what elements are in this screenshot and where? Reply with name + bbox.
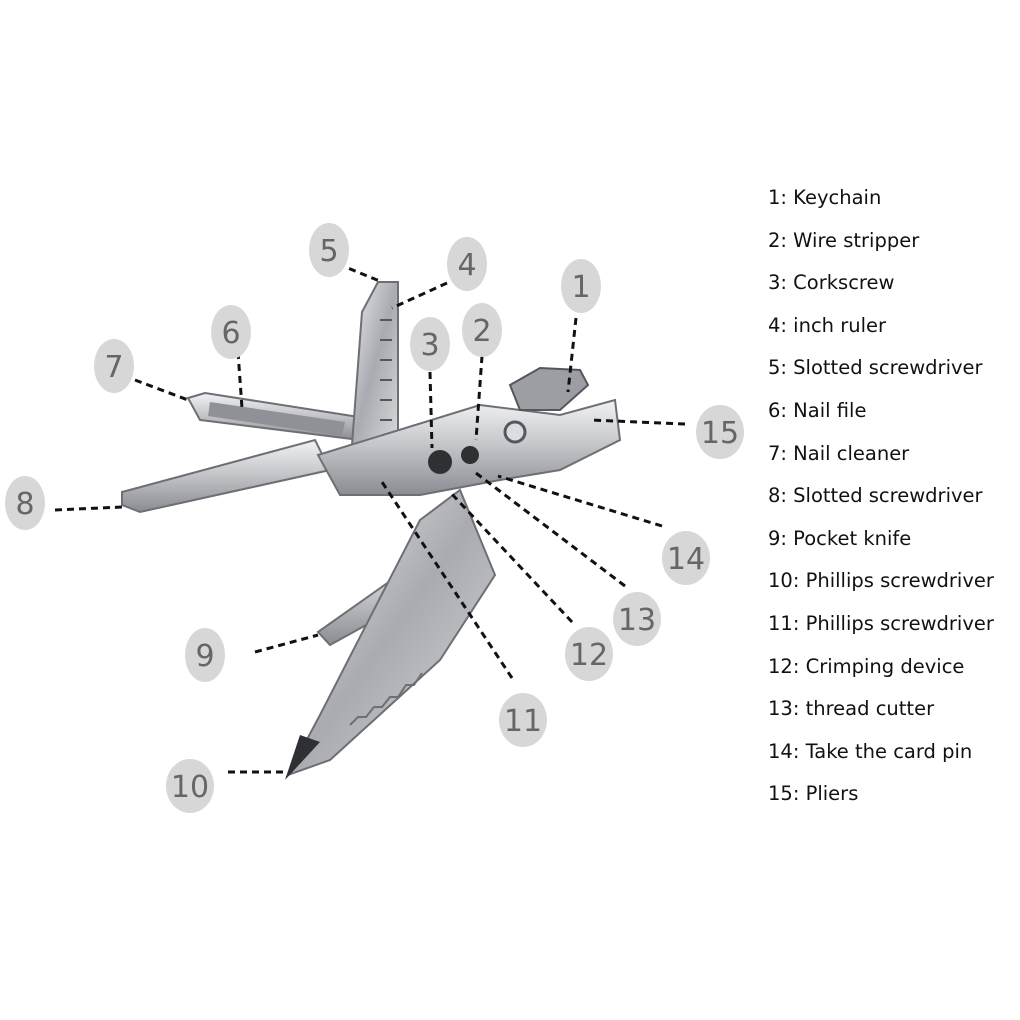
callout-1: 1 [561, 259, 601, 313]
legend-item-thread-cutter: 13: thread cutter [768, 697, 935, 721]
callout-badge [613, 592, 661, 646]
callout-3: 3 [410, 317, 450, 371]
leader-5 [337, 262, 383, 284]
legend-item-nail-cleaner: 7: Nail cleaner [768, 441, 910, 465]
callout-5: 5 [309, 223, 349, 277]
pivot-rivet [503, 420, 527, 444]
callout-badge [696, 405, 744, 459]
callout-6: 6 [211, 305, 251, 359]
slotted-screwdriver-blade [121, 438, 332, 514]
callout-badge [462, 303, 502, 357]
callout-badge [309, 223, 349, 277]
callout-number: 10 [171, 770, 209, 805]
legend-item-slotted-screwdriver-8: 8: Slotted screwdriver [768, 484, 983, 508]
callout-number: 4 [457, 248, 476, 283]
callout-badge [662, 531, 710, 585]
nail-file-texture [208, 402, 345, 436]
callout-7: 7 [94, 339, 134, 393]
callout-number: 11 [504, 704, 542, 739]
callout-badge [561, 259, 601, 313]
leader-15 [589, 418, 686, 426]
callout-badge [565, 627, 613, 681]
leader-13 [471, 468, 626, 588]
leader-3 [428, 371, 434, 449]
callout-number: 13 [618, 603, 656, 638]
callout-8: 8 [5, 476, 45, 530]
callout-badge [447, 237, 487, 291]
callout-number: 12 [570, 638, 608, 673]
leader-8 [54, 505, 123, 512]
legend-item-wire-stripper: 2: Wire stripper [768, 228, 920, 252]
corkscrew-rivet [428, 450, 452, 474]
callout-12: 12 [565, 627, 613, 681]
callout-number: 9 [195, 639, 214, 674]
phillips-tip [285, 735, 320, 780]
corkscrew-rivet-2 [461, 446, 479, 464]
callout-4: 4 [447, 237, 487, 291]
ruler-ticks [380, 319, 392, 421]
leader-12 [448, 490, 574, 624]
legend-item-nail-file: 6: Nail file [768, 398, 867, 422]
callout-2: 2 [462, 303, 502, 357]
legend-item-keychain: 1: Keychain [768, 186, 882, 209]
multitool-illustration [121, 281, 622, 780]
callout-number: 5 [319, 234, 338, 269]
callout-badge [166, 759, 214, 813]
legend-item-slotted-screwdriver-5: 5: Slotted screwdriver [768, 356, 983, 380]
pliers-jaw [508, 366, 590, 411]
arm-serration [349, 672, 423, 726]
legend-item-inch-ruler: 4: inch ruler [768, 313, 887, 337]
callout-number: 15 [701, 416, 739, 451]
legend-item-pliers: 15: Pliers [768, 782, 859, 806]
leader-6 [236, 351, 244, 409]
phillips-screwdriver-arm [285, 488, 497, 777]
callout-number: 14 [667, 542, 705, 577]
callout-14: 14 [662, 531, 710, 585]
legend-item-crimping-device: 12: Crimping device [768, 654, 965, 678]
leader-9 [254, 633, 319, 654]
leader-7 [134, 378, 189, 402]
callout-number: 2 [472, 314, 491, 349]
callout-badge [5, 476, 45, 530]
callout-10: 10 [166, 759, 214, 813]
callout-badge [94, 339, 134, 393]
legend-item-pocket-knife: 9: Pocket knife [768, 526, 912, 550]
callout-badge [499, 693, 547, 747]
legend-item-phillips-screwdriver-11: 11: Phillips screwdriver [768, 611, 994, 635]
leader-14 [497, 474, 663, 528]
callout-badge [211, 305, 251, 359]
leader-2 [474, 355, 484, 441]
legend-item-phillips-screwdriver-10: 10: Phillips screwdriver [768, 569, 994, 593]
callout-number: 1 [571, 270, 590, 305]
callout-number: 6 [221, 316, 240, 351]
leader-11 [380, 481, 514, 679]
legend-item-take-the-card-pin: 14: Take the card pin [768, 739, 973, 763]
leader-1 [566, 317, 578, 393]
callout-9: 9 [185, 628, 225, 682]
leader-4 [391, 281, 448, 310]
callout-number: 8 [15, 487, 34, 522]
callout-badge [185, 628, 225, 682]
legend-list: 1: Keychain 2: Wire stripper 3: Corkscre… [768, 180, 1020, 819]
callout-11: 11 [499, 693, 547, 747]
callout-badge [410, 317, 450, 371]
callout-15: 15 [696, 405, 744, 459]
leader-lines [54, 262, 686, 774]
callout-number: 3 [420, 328, 439, 363]
callout-number: 7 [104, 350, 123, 385]
legend-item-corkscrew: 3: Corkscrew [768, 271, 895, 295]
callout-13: 13 [613, 592, 661, 646]
